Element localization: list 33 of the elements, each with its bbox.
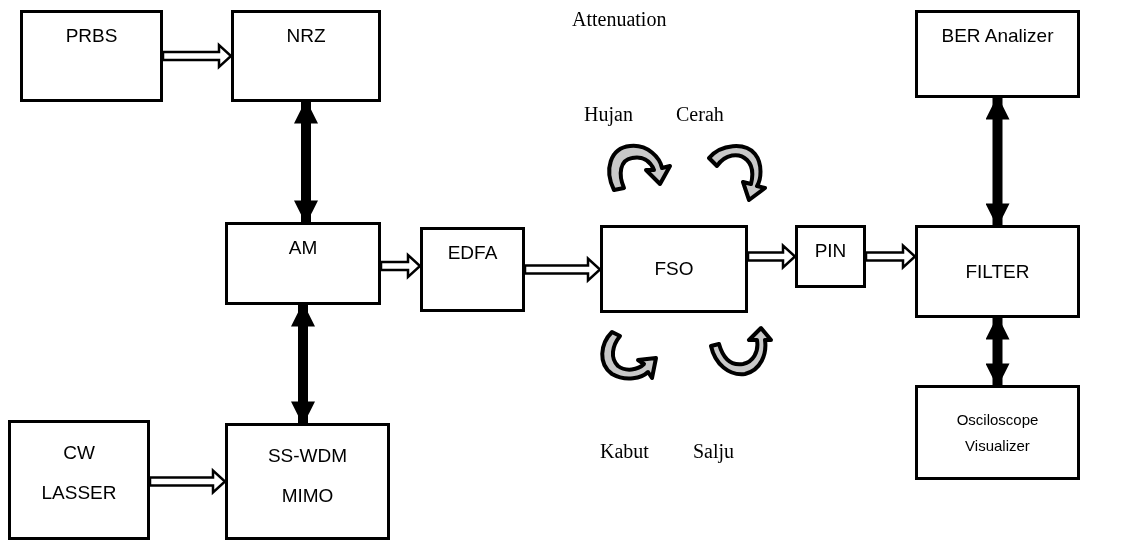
block-label: BER Analizer (941, 25, 1054, 47)
weather-label: Salju (693, 440, 735, 463)
annotation-label: Attenuation (572, 8, 667, 31)
hollow-arrow (864, 242, 917, 271)
weather-label: Kabut (600, 440, 649, 463)
weather-label: Cerah (676, 103, 724, 126)
process-box (600, 225, 748, 313)
process-box (915, 225, 1080, 318)
block-label: FSO (654, 258, 694, 280)
hollow-arrow (148, 467, 227, 496)
block-label: PRBS (65, 25, 118, 47)
process-box (225, 222, 381, 305)
block-label: EDFA (447, 242, 498, 264)
process-box (20, 10, 163, 102)
block-label: CW LASSER (40, 441, 118, 505)
block-label: AM (288, 237, 318, 259)
hollow-arrow (379, 252, 422, 280)
hollow-arrow (746, 242, 797, 271)
block-label: NRZ (286, 25, 326, 47)
hollow-arrow (161, 42, 233, 70)
block-label: SS-WDM MIMO (266, 444, 349, 508)
process-box (8, 420, 150, 540)
hollow-arrow (523, 255, 602, 284)
process-box (231, 10, 381, 102)
process-box (420, 227, 525, 312)
block-label: Osciloscope Visualizer (955, 409, 1040, 456)
process-box (225, 423, 390, 540)
process-box (915, 385, 1080, 480)
process-box (795, 225, 866, 288)
process-box (915, 10, 1080, 98)
block-label: PIN (814, 240, 847, 262)
block-label: FILTER (965, 260, 1030, 283)
weather-label: Hujan (584, 103, 633, 126)
